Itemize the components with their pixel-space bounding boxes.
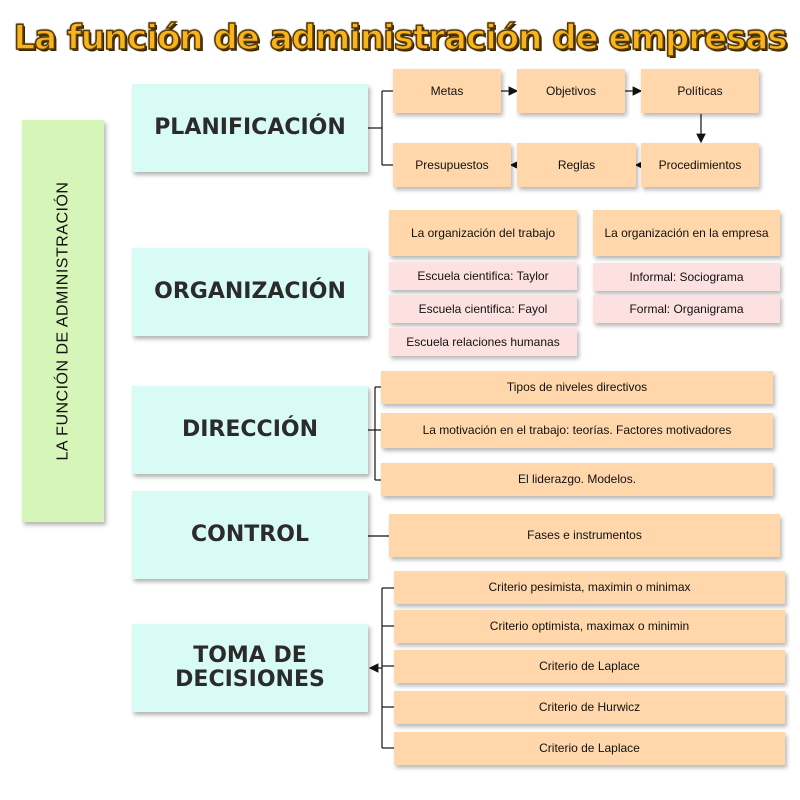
- plan-objetivos: Objetivos: [517, 69, 625, 113]
- dir-item: El liderazgo. Modelos.: [381, 463, 773, 496]
- toma-item: Criterio de Laplace: [394, 650, 785, 683]
- org-empresa-item: Informal: Sociograma: [593, 263, 780, 291]
- direccion-label: DIRECCIÓN: [181, 417, 318, 442]
- plan-politicas: Políticas: [641, 69, 759, 113]
- toma-item: Criterio optimista, maximax o minimin: [394, 610, 785, 643]
- planificacion-label: PLANIFICACIÓN: [154, 115, 346, 140]
- organizacion-box: ORGANIZACIÓN: [132, 248, 368, 336]
- dir-item: Tipos de niveles directivos: [381, 371, 773, 404]
- plan-presupuestos: Presupuestos: [393, 143, 511, 187]
- org-trabajo-item: Escuela cientifica: Taylor: [389, 262, 577, 290]
- planificacion-box: PLANIFICACIÓN: [132, 84, 368, 172]
- toma-decisiones-box: TOMA DE DECISIONES: [132, 624, 368, 712]
- diagram-title: La función de administración de empresas: [13, 17, 789, 59]
- dir-item: La motivación en el trabajo: teorías. Fa…: [381, 413, 773, 448]
- toma-label-line1: TOMA DE: [193, 643, 307, 668]
- org-trabajo-item: Escuela relaciones humanas: [389, 328, 577, 356]
- plan-metas: Metas: [393, 69, 501, 113]
- control-item: Fases e instrumentos: [389, 514, 780, 557]
- side-label-box: LA FUNCIÓN DE ADMINISTRACIÓN: [22, 120, 104, 522]
- toma-label-line2: DECISIONES: [175, 667, 325, 692]
- org-empresa-header: La organización en la empresa: [593, 210, 780, 256]
- toma-item: Criterio pesimista, maximin o minimax: [394, 571, 785, 604]
- toma-item: Criterio de Laplace: [394, 732, 785, 765]
- org-empresa-item: Formal: Organigrama: [593, 295, 780, 323]
- direccion-box: DIRECCIÓN: [132, 386, 368, 474]
- organizacion-label: ORGANIZACIÓN: [154, 279, 346, 304]
- org-trabajo-item: Escuela cientifica: Fayol: [389, 295, 577, 323]
- control-label: CONTROL: [191, 522, 309, 547]
- plan-procedimientos: Procedimientos: [641, 143, 759, 187]
- org-trabajo-header: La organización del trabajo: [389, 210, 577, 256]
- control-box: CONTROL: [132, 491, 368, 579]
- plan-reglas: Reglas: [517, 143, 636, 187]
- toma-item: Criterio de Hurwicz: [394, 691, 785, 724]
